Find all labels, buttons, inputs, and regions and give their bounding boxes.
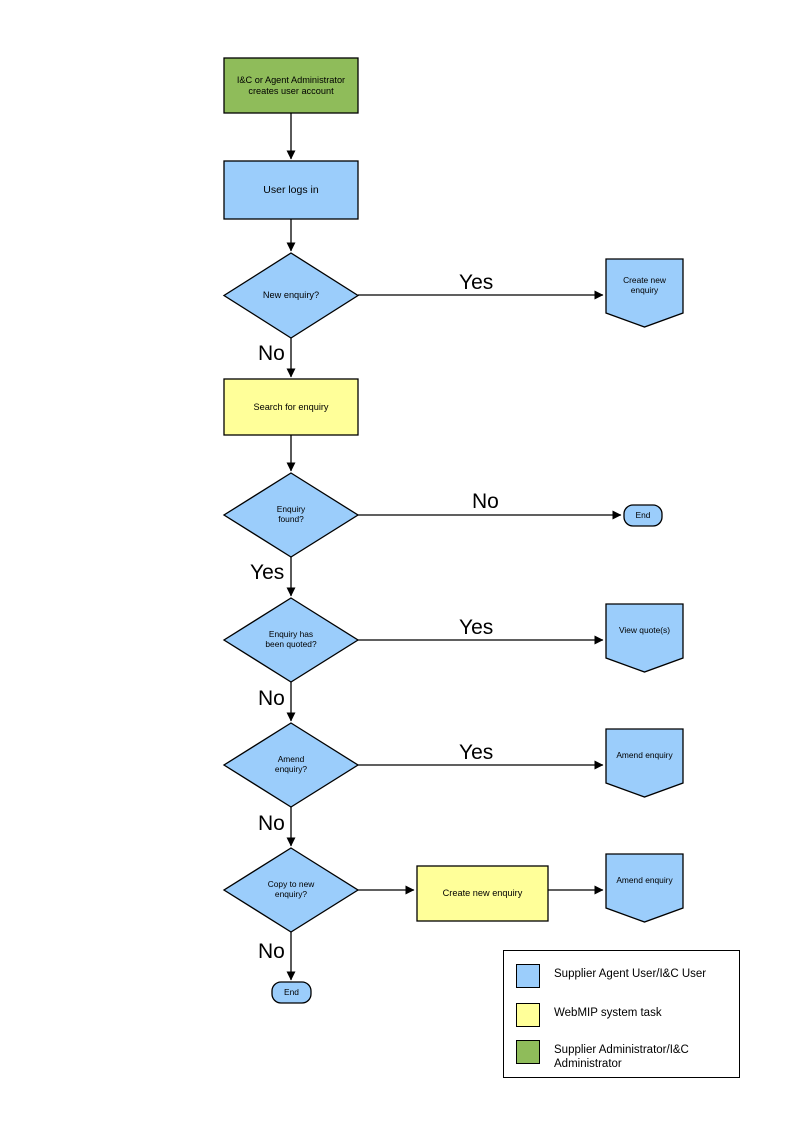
legend-label-supplier-administrator: Supplier Administrator/I&C Administrator (554, 1044, 689, 1071)
node-user-logs-in[interactable] (223, 160, 359, 220)
legend-swatch-yellow-icon (516, 1003, 540, 1027)
legend-item-supplier-agent-user: Supplier Agent User/I&C User (516, 964, 728, 988)
node-search-for-enquiry[interactable] (223, 378, 359, 436)
node-amend-enquiry-connector[interactable] (605, 728, 684, 798)
node-decision-amend-enquiry[interactable] (222, 722, 360, 808)
legend-label-webmip-system-task: WebMIP system task (554, 1007, 662, 1019)
node-decision-enquiry-found[interactable] (222, 472, 360, 558)
node-view-quotes-connector[interactable] (605, 603, 684, 673)
node-amend-enquiry-connector-2[interactable] (605, 853, 684, 923)
node-decision-copy-to-new-enquiry[interactable] (222, 847, 360, 933)
node-admin-creates-account[interactable] (223, 57, 359, 114)
legend-swatch-blue-icon (516, 964, 540, 988)
node-create-new-enquiry-task[interactable] (416, 865, 549, 922)
connector-group (286, 113, 622, 981)
legend: Supplier Agent User/I&C User WebMIP syst… (503, 950, 740, 1078)
node-end-terminator-right[interactable] (623, 504, 663, 527)
node-decision-enquiry-quoted[interactable] (222, 597, 360, 683)
node-end-terminator-bottom[interactable] (271, 981, 312, 1004)
node-create-new-enquiry-connector[interactable] (605, 258, 684, 328)
node-decision-new-enquiry[interactable] (222, 252, 360, 339)
legend-label-supplier-agent-user: Supplier Agent User/I&C User (554, 968, 707, 980)
legend-item-webmip-system-task: WebMIP system task (516, 1003, 728, 1027)
legend-swatch-green-icon (516, 1040, 540, 1064)
legend-item-supplier-administrator: Supplier Administrator/I&C Administrator (516, 1040, 728, 1072)
